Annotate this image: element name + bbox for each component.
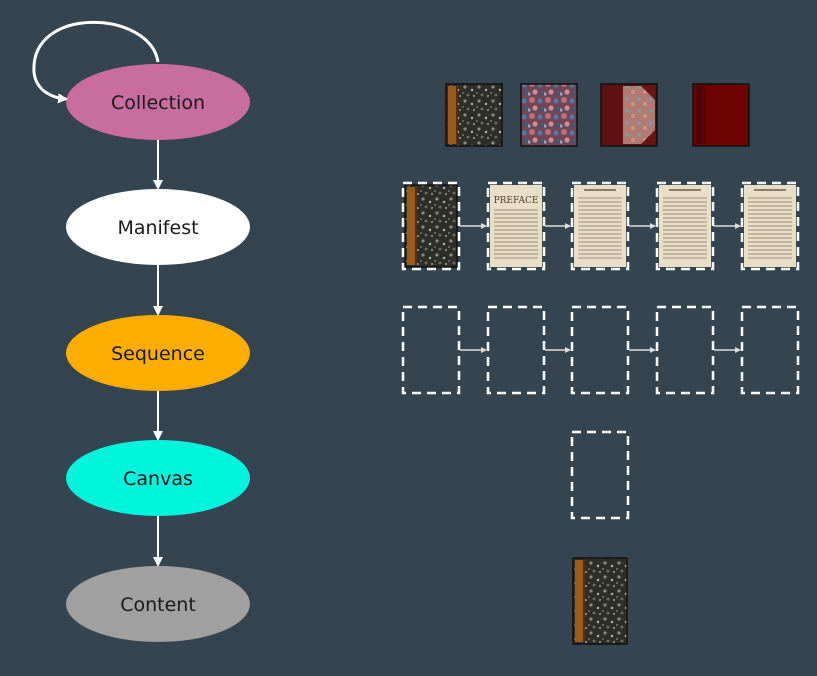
node-canvas-label: Canvas [123,468,193,490]
canvas-frame-4 [655,181,715,271]
node-content-label: Content [120,594,196,616]
edge-collection-self-loop [32,20,160,104]
empty-canvas-1 [401,305,461,395]
canvas-frame-5 [740,181,800,271]
collection-book-3 [600,83,658,147]
preface-heading: PREFACE [494,196,539,206]
collection-book-2 [520,83,578,147]
empty-canvas-5 [740,305,800,395]
node-manifest: Manifest [66,189,250,265]
single-canvas [570,430,630,520]
node-sequence-shape [66,315,250,391]
sequence-page-5 [744,185,796,267]
node-sequence: Sequence [66,315,250,391]
empty-canvas-4 [655,305,715,395]
node-manifest-shape [66,189,250,265]
canvas-frames-row [401,305,800,395]
node-canvas-shape [66,440,250,516]
canvas-frame-2 [486,181,546,271]
node-collection: Collection [66,64,250,140]
node-canvas: Canvas [66,440,250,516]
sequence-page-3 [574,185,626,267]
sequence-page-2: PREFACE [490,185,542,267]
collection-books-row [445,83,750,147]
node-collection-shape [66,64,250,140]
empty-canvas-2 [486,305,546,395]
content-image [572,557,628,645]
sequence-page-1 [404,184,458,268]
empty-canvas-3 [570,305,630,395]
node-content-shape [66,566,250,642]
canvas-frame-3 [570,181,630,271]
collection-book-1 [445,83,503,147]
sequence-page-4 [659,185,711,267]
node-collection-label: Collection [111,92,205,114]
node-manifest-label: Manifest [117,217,198,239]
canvas-frame-1 [401,181,461,271]
node-content: Content [66,566,250,642]
collection-book-4 [692,83,750,147]
sequence-images-row: PREFACE [401,181,800,271]
node-sequence-label: Sequence [111,343,205,365]
content-row [572,557,628,645]
single-canvas-row [570,430,630,520]
